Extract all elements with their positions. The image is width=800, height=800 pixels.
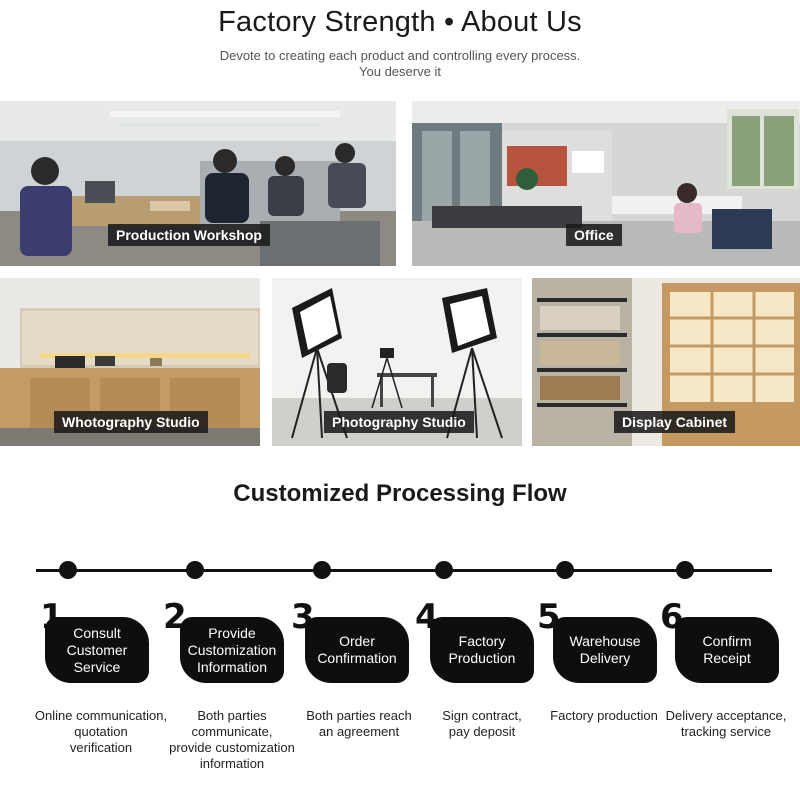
- flow-title: Customized Processing Flow: [233, 480, 567, 507]
- step-description: Online communication, quotation verifica…: [34, 708, 168, 755]
- timeline-dot: [676, 561, 694, 579]
- subtitle-line-1: Devote to creating each product and cont…: [219, 48, 581, 63]
- caption-office: Office: [566, 224, 622, 246]
- timeline-dot: [313, 561, 331, 579]
- timeline-dot: [186, 561, 204, 579]
- step-label: Provide Customization Information: [187, 624, 277, 675]
- caption-whotography-studio: Whotography Studio: [54, 411, 208, 433]
- step-box-production: Factory Production: [430, 617, 534, 683]
- step-description: Delivery acceptance, tracking service: [665, 708, 787, 739]
- timeline-dot: [556, 561, 574, 579]
- photo-whotography-studio: Whotography Studio: [0, 278, 260, 446]
- step-label: Confirm Receipt: [702, 633, 752, 666]
- caption-production-workshop: Production Workshop: [108, 224, 270, 246]
- cabinet-illustration: [532, 278, 800, 446]
- caption-photography-studio: Photography Studio: [324, 411, 474, 433]
- step-description: Both parties reach an agreement: [306, 708, 412, 739]
- page-title: Factory Strength • About Us: [218, 6, 582, 38]
- step-box-consult: Consult Customer Service: [45, 617, 149, 683]
- photo-production-workshop: Production Workshop: [0, 101, 396, 266]
- step-box-order: Order Confirmation: [305, 617, 409, 683]
- office-illustration: [412, 101, 800, 266]
- step-box-customization: Provide Customization Information: [180, 617, 284, 683]
- step-label: Order Confirmation: [317, 633, 397, 666]
- photo-photography-studio: Photography Studio: [272, 278, 522, 446]
- step-description: Factory production: [550, 708, 658, 723]
- step-label: Factory Production: [448, 633, 516, 666]
- step-box-receipt: Confirm Receipt: [675, 617, 779, 683]
- timeline-dot: [59, 561, 77, 579]
- subtitle-line-2: You deserve it: [359, 64, 441, 79]
- step-box-delivery: Warehouse Delivery: [553, 617, 657, 683]
- caption-display-cabinet: Display Cabinet: [614, 411, 736, 433]
- timeline-line: [36, 569, 772, 572]
- photo-office: Office: [412, 101, 800, 266]
- step-label: Warehouse Delivery: [569, 633, 641, 666]
- workshop-illustration: [0, 101, 396, 266]
- photo-display-cabinet: Display Cabinet: [532, 278, 800, 446]
- step-description: Sign contract, pay deposit: [442, 708, 522, 739]
- step-description: Both parties communicate, provide custom…: [169, 708, 295, 771]
- step-label: Consult Customer Service: [66, 624, 128, 675]
- page-subtitle: Devote to creating each product and cont…: [0, 48, 800, 80]
- timeline-dot: [435, 561, 453, 579]
